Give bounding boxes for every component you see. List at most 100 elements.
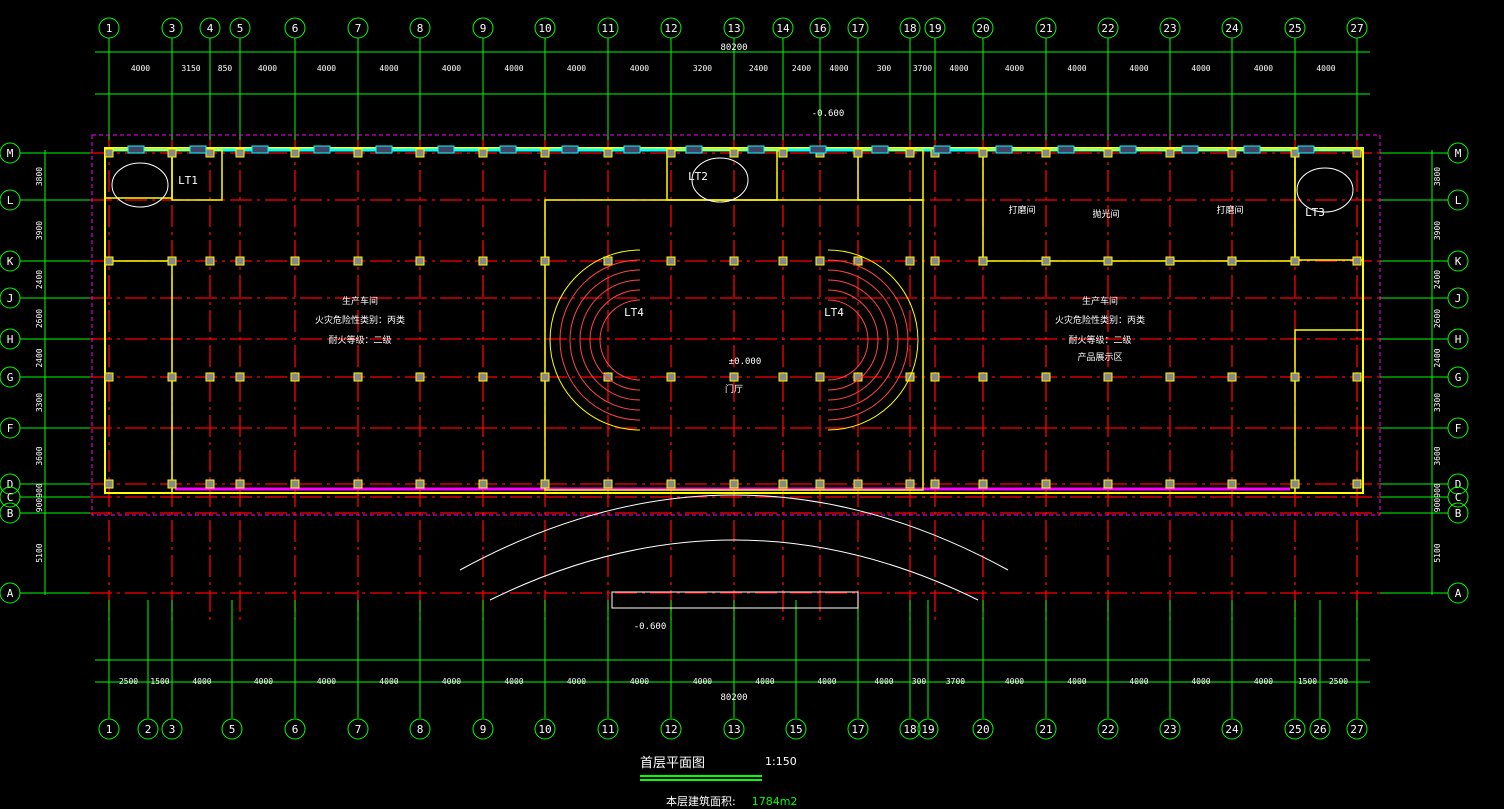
dimension-text: 4000 bbox=[1005, 64, 1024, 73]
dimension-text: 4000 bbox=[1191, 64, 1210, 73]
column bbox=[235, 148, 245, 158]
column bbox=[167, 372, 177, 382]
dimension-text: 3200 bbox=[693, 64, 712, 73]
dimension-text: 4000 bbox=[1254, 64, 1273, 73]
column bbox=[1352, 372, 1362, 382]
axis-label: 25 bbox=[1288, 723, 1301, 736]
column bbox=[1165, 479, 1175, 489]
axis-label: 10 bbox=[538, 723, 551, 736]
window bbox=[1057, 145, 1075, 154]
column bbox=[1041, 256, 1051, 266]
curved-stair bbox=[569, 269, 641, 411]
axis-label: 3 bbox=[169, 723, 176, 736]
column bbox=[353, 256, 363, 266]
column bbox=[603, 372, 613, 382]
column bbox=[235, 479, 245, 489]
column bbox=[290, 372, 300, 382]
axis-bubble bbox=[472, 718, 494, 740]
dimension-text: 4000 bbox=[829, 64, 848, 73]
entrance-canopy-arc bbox=[489, 539, 979, 601]
column bbox=[104, 479, 114, 489]
axis-label: 9 bbox=[480, 22, 487, 35]
window bbox=[623, 145, 641, 154]
column bbox=[930, 479, 940, 489]
axis-bubble bbox=[1309, 718, 1331, 740]
stair-label: LT4 bbox=[624, 306, 644, 319]
dimension-text: 3300 bbox=[1433, 393, 1442, 412]
axis-label: 10 bbox=[538, 22, 551, 35]
axis-label: 3 bbox=[169, 22, 176, 35]
axis-bubble bbox=[137, 718, 159, 740]
axis-label: 24 bbox=[1225, 22, 1239, 35]
axis-bubble bbox=[772, 17, 794, 39]
row-axis-label: J bbox=[7, 292, 14, 305]
column bbox=[815, 479, 825, 489]
room-note: 耐火等级：二级 bbox=[1068, 334, 1131, 346]
column bbox=[104, 148, 114, 158]
column bbox=[1103, 479, 1113, 489]
column bbox=[815, 256, 825, 266]
room-note: 火灾危险性类别：丙类 bbox=[315, 314, 405, 326]
curved-stair bbox=[827, 279, 889, 401]
column bbox=[205, 148, 215, 158]
window bbox=[313, 145, 331, 154]
dimension-text: 3600 bbox=[35, 446, 44, 465]
dimension-text: 4000 bbox=[949, 64, 968, 73]
column bbox=[1041, 148, 1051, 158]
column bbox=[978, 479, 988, 489]
axis-label: 11 bbox=[601, 723, 614, 736]
axis-bubble bbox=[199, 17, 221, 39]
axis-label: 13 bbox=[727, 723, 740, 736]
column bbox=[104, 372, 114, 382]
axis-bubble bbox=[1284, 17, 1306, 39]
curved-stair bbox=[827, 259, 909, 421]
curved-stair bbox=[559, 259, 641, 421]
column bbox=[815, 372, 825, 382]
axis-bubble bbox=[917, 718, 939, 740]
column bbox=[290, 479, 300, 489]
dimension-text: 4000 bbox=[567, 64, 586, 73]
axis-label: 18 bbox=[903, 723, 916, 736]
axis-label: 18 bbox=[903, 22, 916, 35]
column bbox=[1227, 479, 1237, 489]
axis-bubble bbox=[229, 17, 251, 39]
dimension-text: 4000 bbox=[442, 677, 461, 686]
column bbox=[666, 372, 676, 382]
axis-bubble bbox=[660, 718, 682, 740]
column bbox=[540, 256, 550, 266]
window bbox=[375, 145, 393, 154]
column bbox=[353, 148, 363, 158]
dimension-text: 2600 bbox=[1433, 309, 1442, 328]
interior-wall bbox=[666, 149, 778, 201]
column bbox=[853, 479, 863, 489]
axis-bubble bbox=[597, 718, 619, 740]
axis-bubble bbox=[924, 17, 946, 39]
dimension-text: 2600 bbox=[35, 309, 44, 328]
axis-bubble bbox=[1097, 718, 1119, 740]
axis-bubble bbox=[972, 718, 994, 740]
axis-label: 21 bbox=[1039, 723, 1052, 736]
column bbox=[905, 256, 915, 266]
axis-label: 13 bbox=[727, 22, 740, 35]
column bbox=[104, 256, 114, 266]
column bbox=[1041, 479, 1051, 489]
column bbox=[1227, 372, 1237, 382]
row-axis-label: M bbox=[1455, 147, 1462, 160]
column bbox=[205, 479, 215, 489]
curved-stair bbox=[827, 269, 899, 411]
axis-label: 26 bbox=[1313, 723, 1326, 736]
dimension-text: 2500 bbox=[119, 677, 138, 686]
window bbox=[189, 145, 207, 154]
axis-bubble bbox=[347, 718, 369, 740]
stair-label: LT2 bbox=[688, 170, 708, 183]
row-axis-label: H bbox=[1455, 333, 1462, 346]
room-name: 门厅 bbox=[725, 383, 743, 395]
window bbox=[1119, 145, 1137, 154]
dimension-text: 4000 bbox=[817, 677, 836, 686]
axis-label: 8 bbox=[417, 22, 424, 35]
curved-stair bbox=[589, 289, 641, 391]
dimension-text: 4000 bbox=[1254, 677, 1273, 686]
dimension-text: 4000 bbox=[258, 64, 277, 73]
column bbox=[853, 256, 863, 266]
